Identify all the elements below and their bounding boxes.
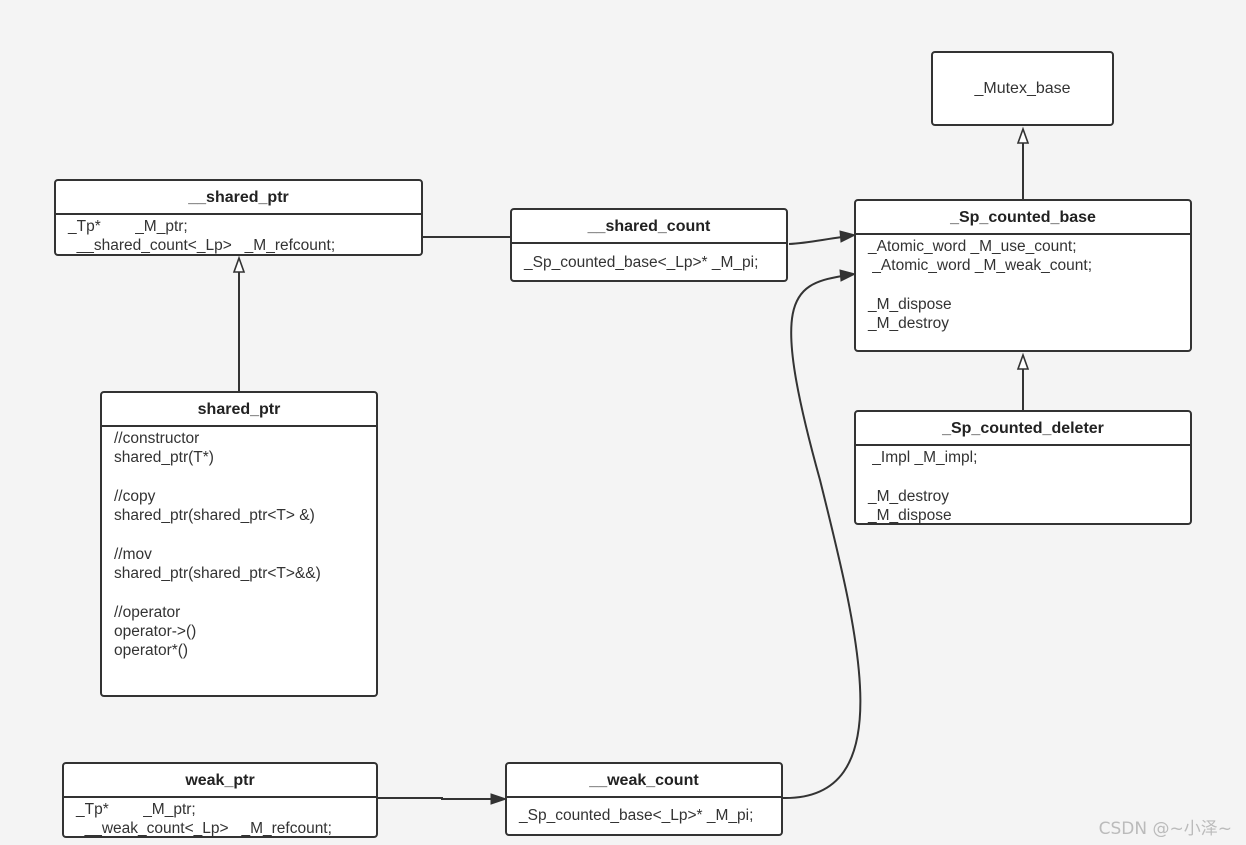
class-shared-ptr-base-members: _Tp* _M_ptr; __shared_count<_Lp> _M_refc… bbox=[68, 218, 336, 255]
class-shared-ptr-members: //constructor shared_ptr(T*) //copy shar… bbox=[114, 430, 321, 660]
class-shared-count[interactable]: __shared_count _Sp_counted_base<_Lp>* _M… bbox=[510, 208, 788, 282]
class-shared-count-name: __shared_count bbox=[512, 210, 786, 244]
class-sp-counted-deleter-name: _Sp_counted_deleter bbox=[856, 412, 1190, 446]
class-shared-ptr[interactable]: shared_ptr //constructor shared_ptr(T*) … bbox=[100, 391, 378, 697]
class-weak-ptr-members: _Tp* _M_ptr; __weak_count<_Lp> _M_refcou… bbox=[76, 801, 332, 838]
class-sp-counted-deleter-members: _Impl _M_impl; _M_destroy _M_dispose bbox=[868, 449, 978, 524]
class-sp-counted-base-members: _Atomic_word _M_use_count; _Atomic_word … bbox=[868, 238, 1093, 333]
class-weak-count-members: _Sp_counted_base<_Lp>* _M_pi; bbox=[519, 807, 754, 824]
class-sp-counted-deleter[interactable]: _Sp_counted_deleter _Impl _M_impl; _M_de… bbox=[854, 410, 1192, 525]
class-weak-count[interactable]: __weak_count _Sp_counted_base<_Lp>* _M_p… bbox=[505, 762, 783, 836]
class-sp-counted-base[interactable]: _Sp_counted_base _Atomic_word _M_use_cou… bbox=[854, 199, 1192, 352]
class-shared-ptr-name: shared_ptr bbox=[102, 393, 376, 427]
class-sp-counted-base-name: _Sp_counted_base bbox=[856, 201, 1190, 235]
class-shared-ptr-base[interactable]: __shared_ptr _Tp* _M_ptr; __shared_count… bbox=[54, 179, 423, 256]
class-weak-ptr-name: weak_ptr bbox=[64, 764, 376, 798]
class-weak-ptr[interactable]: weak_ptr _Tp* _M_ptr; __weak_count<_Lp> … bbox=[62, 762, 378, 838]
class-weak-count-name: __weak_count bbox=[507, 764, 781, 798]
class-mutex-base[interactable]: _Mutex_base bbox=[931, 51, 1114, 126]
class-shared-count-members: _Sp_counted_base<_Lp>* _M_pi; bbox=[524, 254, 759, 271]
class-mutex-base-name: _Mutex_base bbox=[974, 79, 1071, 97]
csdn-watermark: CSDN @~小泽~ bbox=[1098, 819, 1232, 839]
class-shared-ptr-base-name: __shared_ptr bbox=[56, 181, 421, 215]
